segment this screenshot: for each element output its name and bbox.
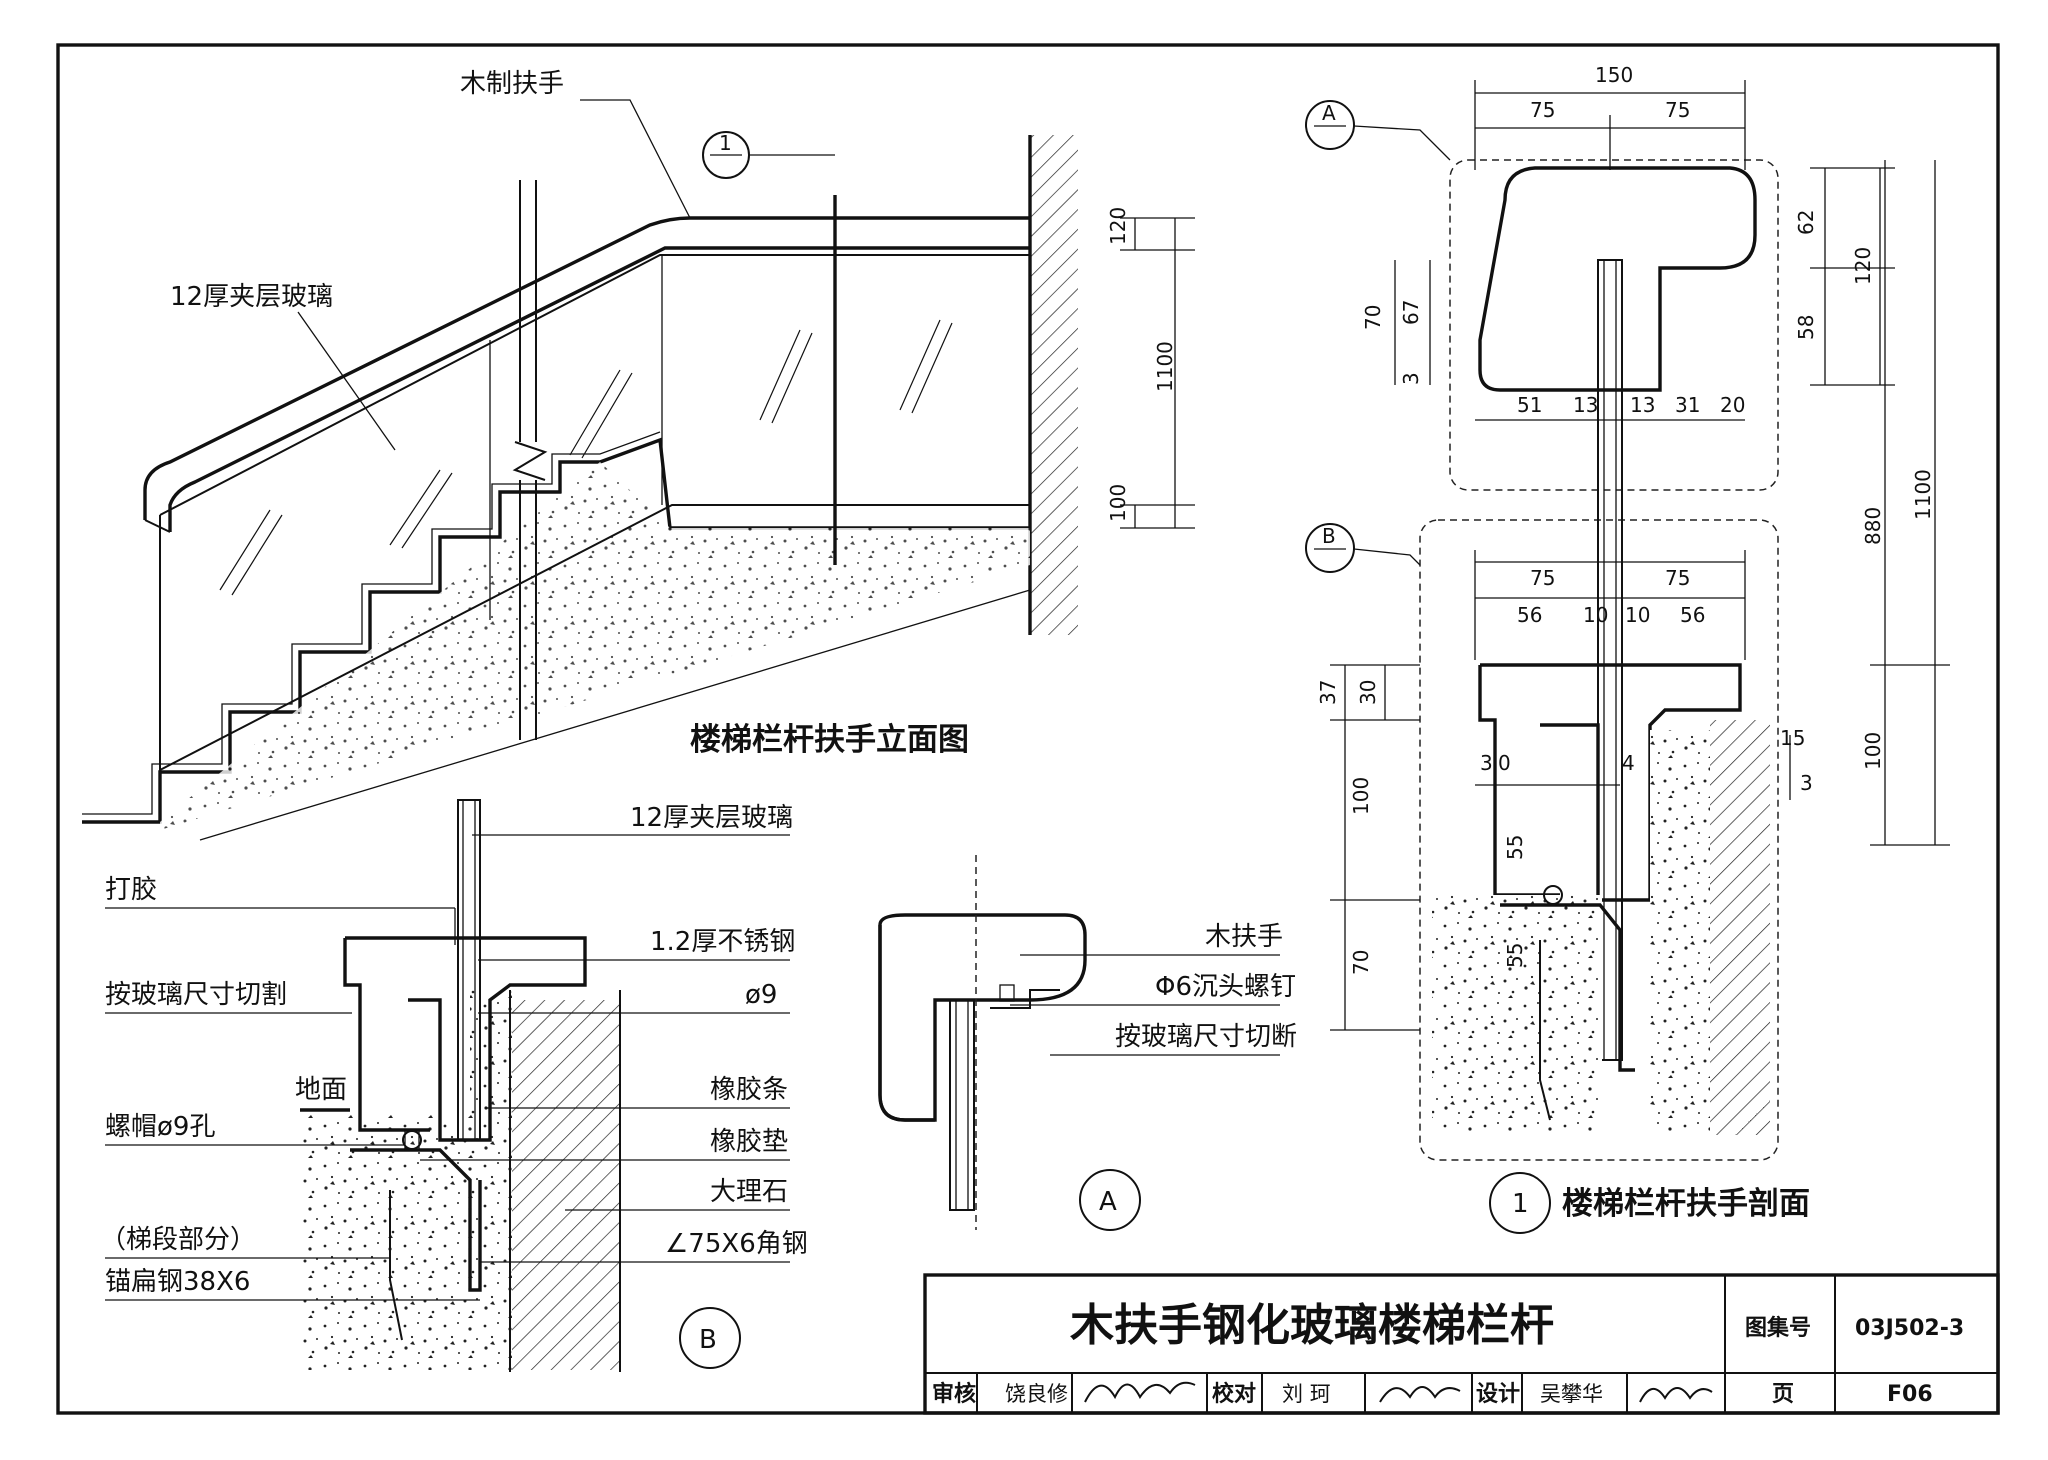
svg-text:62: 62 — [1794, 210, 1818, 235]
section-callout-a[interactable] — [1305, 100, 1355, 150]
designer-signature — [1639, 1387, 1713, 1403]
marble-hatch — [510, 1000, 620, 1370]
atlas-label: 图集号 — [1745, 1315, 1811, 1341]
svg-text:70: 70 — [1361, 305, 1385, 330]
svg-text:10: 10 — [1625, 603, 1650, 627]
section-b-dimensions — [1330, 550, 1791, 1031]
svg-text:75: 75 — [1530, 98, 1555, 122]
svg-text:0: 0 — [1498, 751, 1511, 775]
wall-hatch — [1030, 135, 1078, 635]
handrail-label: 木制扶手 — [460, 69, 564, 99]
detail-a-enclosure — [1449, 159, 1779, 491]
svg-text:A: A — [1322, 101, 1336, 125]
section-view: A B 150 75 75 62 58 120 70 67 3 51 — [1305, 63, 1950, 1234]
check-label: 校对 — [1212, 1381, 1256, 1407]
svg-text:20: 20 — [1720, 393, 1745, 417]
section-overall-dimensions — [1870, 160, 1950, 846]
svg-text:56: 56 — [1680, 603, 1705, 627]
svg-text:150: 150 — [1595, 63, 1633, 87]
stair-elevation: 木制扶手 12厚夹层玻璃 1 120 1100 100 楼梯栏杆扶手立面图 — [82, 69, 1195, 841]
design-label: 设计 — [1476, 1382, 1520, 1407]
b-marble-label: 大理石 — [710, 1177, 788, 1207]
a-cut-off-label: 按玻璃尺寸切断 — [1115, 1022, 1297, 1052]
checker-signature — [1379, 1386, 1461, 1403]
svg-text:10: 10 — [1583, 603, 1608, 627]
svg-text:13: 13 — [1573, 393, 1598, 417]
b-sealant-label: 打胶 — [105, 875, 157, 905]
reviewer-name: 饶良修 — [1005, 1382, 1068, 1406]
svg-text:13: 13 — [1630, 393, 1655, 417]
svg-text:120: 120 — [1851, 247, 1875, 285]
detail-b: 12厚夹层玻璃 打胶 1.2厚不锈钢 按玻璃尺寸切割 ø9 地面 橡胶条 螺帽ø… — [100, 799, 808, 1372]
page-number: F06 — [1887, 1382, 1933, 1407]
elevation-title: 楼梯栏杆扶手立面图 — [690, 722, 969, 758]
svg-text:100: 100 — [1861, 732, 1885, 770]
glass-label: 12厚夹层玻璃 — [170, 282, 333, 312]
section-handrail-profile — [1478, 166, 1757, 392]
section-callout-b[interactable] — [1305, 523, 1355, 573]
title-block: 木扶手钢化玻璃楼梯栏杆 图集号 03J502-3 审核 饶良修 校对 刘 珂 设… — [923, 1273, 2000, 1415]
svg-text:55: 55 — [1503, 943, 1527, 968]
svg-text:1: 1 — [719, 131, 732, 155]
designer-name: 吴攀华 — [1540, 1382, 1603, 1406]
reviewer-signature — [1084, 1381, 1196, 1403]
checker-name: 刘 珂 — [1282, 1382, 1331, 1406]
svg-text:3: 3 — [1800, 771, 1813, 795]
svg-text:B: B — [1322, 524, 1336, 548]
svg-text:55: 55 — [1503, 835, 1527, 860]
review-label: 审核 — [932, 1381, 976, 1407]
svg-text:31: 31 — [1675, 393, 1700, 417]
svg-text:1: 1 — [1512, 1189, 1529, 1219]
svg-text:51: 51 — [1517, 393, 1542, 417]
svg-text:3: 3 — [1399, 372, 1423, 385]
b-dia9-label: ø9 — [745, 980, 777, 1010]
b-rubber-strip-label: 橡胶条 — [710, 1075, 788, 1105]
b-anchor-steel-label: 锚扁钢38X6 — [105, 1267, 250, 1297]
page-label: 页 — [1772, 1382, 1794, 1407]
b-floor-label: 地面 — [295, 1075, 347, 1105]
b-stainless-label: 1.2厚不锈钢 — [650, 927, 795, 957]
svg-text:30: 30 — [1356, 680, 1380, 705]
svg-text:75: 75 — [1530, 566, 1555, 590]
a-screw-label: Φ6沉头螺钉 — [1155, 972, 1296, 1002]
section-title: 楼梯栏杆扶手剖面 — [1562, 1186, 1810, 1222]
detail-b-callout[interactable] — [679, 1307, 741, 1369]
detail-a: 木扶手 Φ6沉头螺钉 按玻璃尺寸切断 A — [878, 855, 1297, 1231]
b-rubber-pad-label: 橡胶垫 — [710, 1127, 788, 1157]
svg-text:37: 37 — [1316, 680, 1340, 705]
detail-a-callout[interactable] — [1079, 1169, 1141, 1231]
svg-text:15: 15 — [1780, 726, 1805, 750]
glass-reflection-marks — [219, 319, 953, 596]
svg-text:100: 100 — [1349, 777, 1373, 815]
svg-text:56: 56 — [1517, 603, 1542, 627]
b-stair-part-label: （梯段部分） — [100, 1225, 256, 1255]
b-glass-label: 12厚夹层玻璃 — [630, 803, 793, 833]
section-a-dimensions — [1394, 80, 1895, 421]
elevation-dimensions: 120 1100 100 — [1106, 207, 1195, 529]
b-cut-label: 按玻璃尺寸切割 — [105, 980, 287, 1010]
svg-text:75: 75 — [1665, 566, 1690, 590]
dim-120: 120 — [1106, 207, 1130, 245]
section-title-callout[interactable] — [1489, 1172, 1551, 1234]
svg-text:4: 4 — [1622, 751, 1635, 775]
svg-text:75: 75 — [1665, 98, 1690, 122]
atlas-number: 03J502-3 — [1855, 1316, 1964, 1341]
wood-handrail-line — [143, 216, 1030, 520]
svg-text:58: 58 — [1794, 315, 1818, 340]
svg-text:67: 67 — [1399, 300, 1423, 325]
svg-text:880: 880 — [1861, 507, 1885, 545]
svg-text:3: 3 — [1480, 751, 1493, 775]
dim-100: 100 — [1106, 484, 1130, 522]
b-angle-steel-label: ∠75X6角钢 — [665, 1229, 808, 1259]
svg-text:1100: 1100 — [1911, 469, 1935, 520]
svg-text:B: B — [699, 1325, 717, 1355]
drawing-title: 木扶手钢化玻璃楼梯栏杆 — [1070, 1300, 1554, 1351]
dim-1100: 1100 — [1153, 341, 1177, 392]
svg-text:A: A — [1099, 1187, 1117, 1217]
svg-text:70: 70 — [1349, 950, 1373, 975]
b-nut-hole-label: 螺帽ø9孔 — [105, 1112, 215, 1142]
a-wood-handrail-label: 木扶手 — [1205, 922, 1283, 952]
